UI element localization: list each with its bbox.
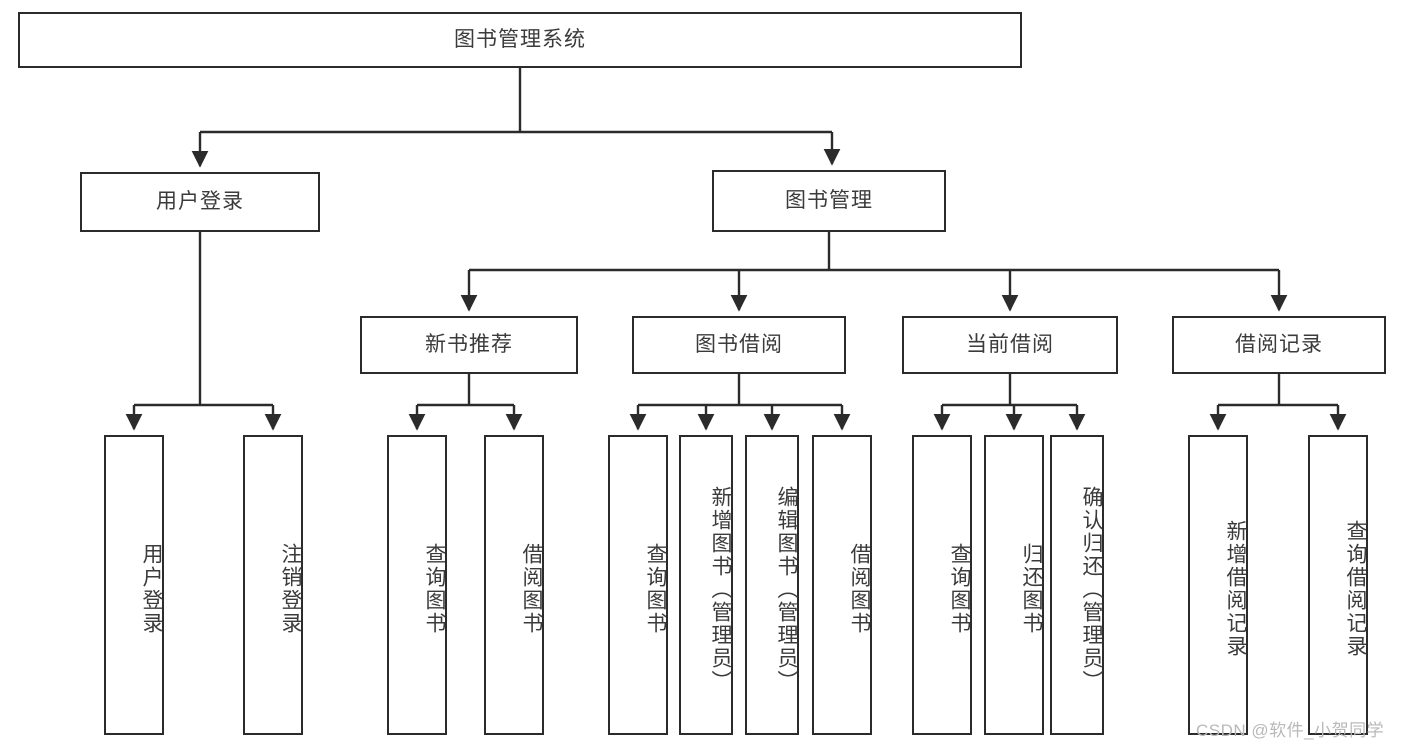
node-leaf-query-book-2[interactable]: 查询图书 xyxy=(608,435,668,735)
csdn-watermark: CSDN @软件_小贺同学 xyxy=(1196,721,1385,740)
node-borrow-record-label: 借阅记录 xyxy=(1235,333,1323,357)
node-leaf-return-book[interactable]: 归还图书 xyxy=(984,435,1044,735)
node-leaf-borrow-book-2[interactable]: 借阅图书 xyxy=(812,435,872,735)
node-leaf-add-record-label: 新增借阅记录 xyxy=(1224,520,1247,658)
node-leaf-query-book-3[interactable]: 查询图书 xyxy=(912,435,972,735)
node-leaf-edit-book[interactable]: 编辑图书（管理员） xyxy=(745,435,799,735)
node-book-borrow-label: 图书借阅 xyxy=(695,333,783,357)
node-book-manage[interactable]: 图书管理 xyxy=(712,170,946,232)
node-book-manage-label: 图书管理 xyxy=(785,189,873,213)
node-leaf-confirm-return[interactable]: 确认归还（管理员） xyxy=(1050,435,1104,735)
node-leaf-logout-label: 注销登录 xyxy=(279,543,302,635)
node-leaf-return-book-label: 归还图书 xyxy=(1020,543,1043,635)
node-book-borrow[interactable]: 图书借阅 xyxy=(632,316,846,374)
node-leaf-query-record[interactable]: 查询借阅记录 xyxy=(1308,435,1368,735)
node-root-label: 图书管理系统 xyxy=(454,28,586,52)
node-leaf-user-login[interactable]: 用户登录 xyxy=(104,435,164,735)
node-leaf-add-book[interactable]: 新增图书（管理员） xyxy=(679,435,733,735)
node-leaf-logout[interactable]: 注销登录 xyxy=(243,435,303,735)
node-new-book-rec-label: 新书推荐 xyxy=(425,333,513,357)
node-leaf-add-record[interactable]: 新增借阅记录 xyxy=(1188,435,1248,735)
node-leaf-user-login-label: 用户登录 xyxy=(140,543,163,635)
node-leaf-edit-book-label: 编辑图书（管理员） xyxy=(775,485,798,693)
node-borrow-record[interactable]: 借阅记录 xyxy=(1172,316,1386,374)
node-current-borrow[interactable]: 当前借阅 xyxy=(902,316,1118,374)
node-leaf-borrow-book-1-label: 借阅图书 xyxy=(520,543,543,635)
node-new-book-rec[interactable]: 新书推荐 xyxy=(360,316,578,374)
node-leaf-query-book-1[interactable]: 查询图书 xyxy=(387,435,447,735)
node-leaf-query-record-label: 查询借阅记录 xyxy=(1344,520,1367,658)
node-leaf-query-book-3-label: 查询图书 xyxy=(948,543,971,635)
node-leaf-query-book-2-label: 查询图书 xyxy=(644,543,667,635)
node-leaf-add-book-label: 新增图书（管理员） xyxy=(709,485,732,693)
node-user-login-label: 用户登录 xyxy=(156,190,244,214)
node-current-borrow-label: 当前借阅 xyxy=(966,333,1054,357)
node-leaf-confirm-return-label: 确认归还（管理员） xyxy=(1080,485,1103,693)
node-leaf-borrow-book-2-label: 借阅图书 xyxy=(848,543,871,635)
node-leaf-borrow-book-1[interactable]: 借阅图书 xyxy=(484,435,544,735)
node-leaf-query-book-1-label: 查询图书 xyxy=(423,543,446,635)
node-root[interactable]: 图书管理系统 xyxy=(18,12,1022,68)
node-user-login[interactable]: 用户登录 xyxy=(80,172,320,232)
